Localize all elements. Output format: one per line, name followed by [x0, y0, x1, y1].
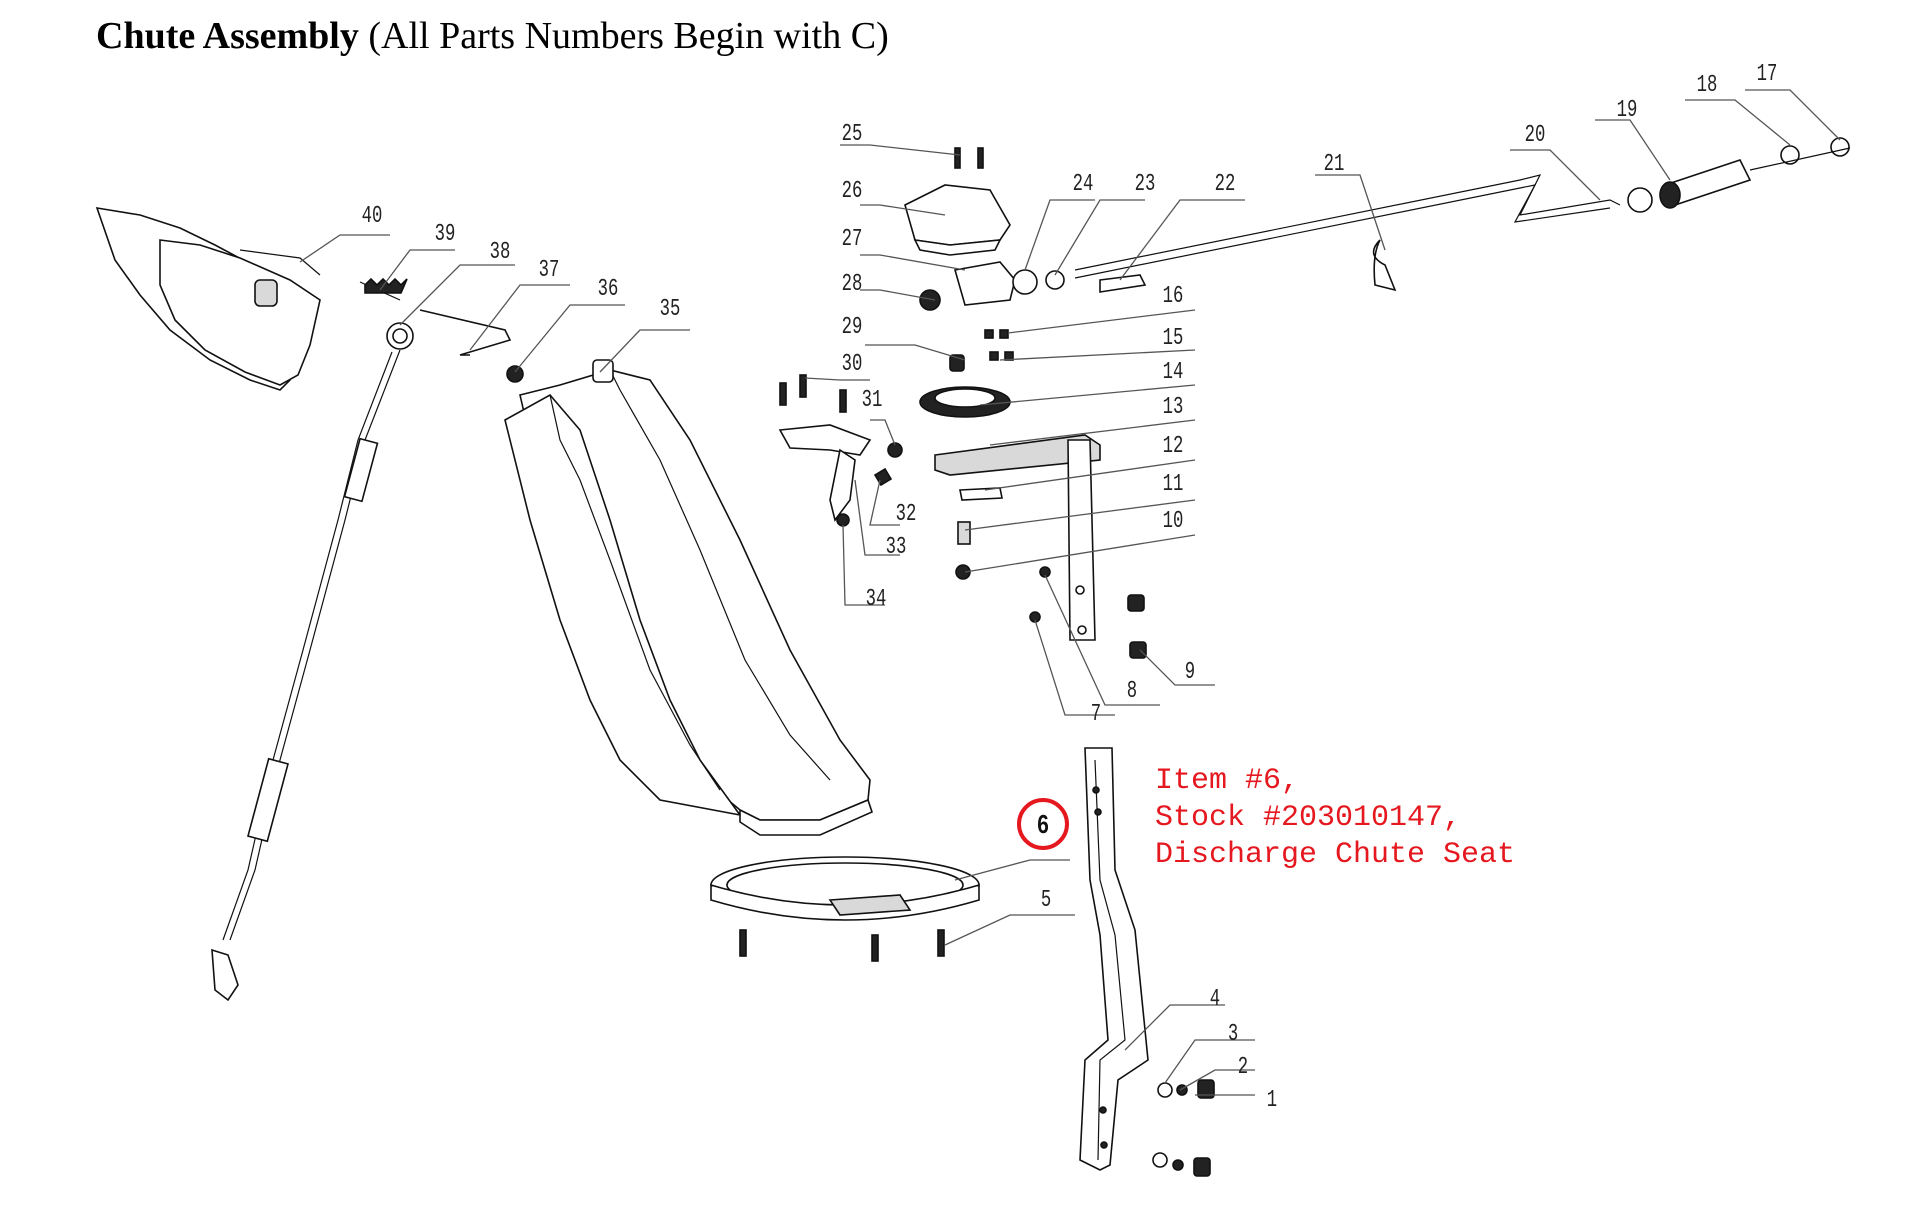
callout-32: 32: [896, 502, 917, 528]
callout-29: 29: [842, 315, 863, 341]
callout-38: 38: [490, 240, 511, 266]
part-deflector: [95, 206, 321, 391]
title-bold: Chute Assembly: [96, 15, 359, 57]
part-cable: [211, 349, 401, 1002]
callout-17: 17: [1757, 62, 1778, 88]
callout-23: 23: [1135, 172, 1156, 198]
callout-24: 24: [1073, 172, 1094, 198]
callout-18: 18: [1697, 73, 1718, 99]
callout-5: 5: [1041, 888, 1051, 914]
callout-22: 22: [1215, 172, 1236, 198]
callout-12: 12: [1163, 434, 1184, 460]
part-control-rod: [1074, 137, 1851, 293]
callout-30: 30: [842, 352, 863, 378]
callout-28: 28: [842, 272, 863, 298]
annotation-line-2: Stock #203010147,: [1155, 801, 1461, 835]
callout-2: 2: [1238, 1055, 1248, 1081]
callout-labels: 1 2 3 4 5 6 7 8 9 10 11 12 13 14 15 16 1…: [362, 62, 1778, 1114]
part-chute-body: [504, 359, 873, 836]
callout-20: 20: [1525, 123, 1546, 149]
annotation-line-1: Item #6,: [1155, 764, 1299, 798]
item-6-annotation: Item #6, Stock #203010147, Discharge Chu…: [1155, 764, 1515, 872]
callout-27: 27: [842, 227, 863, 253]
highlight-circle: [1017, 798, 1069, 850]
callout-7: 7: [1091, 702, 1101, 728]
callout-6: 6: [1037, 810, 1049, 839]
callout-36: 36: [598, 277, 619, 303]
callout-9: 9: [1185, 660, 1195, 686]
page-title: Chute Assembly (All Parts Numbers Begin …: [96, 14, 889, 58]
callout-25: 25: [842, 122, 863, 148]
callout-11: 11: [1163, 472, 1184, 498]
callout-14: 14: [1163, 360, 1184, 386]
callout-40: 40: [362, 204, 383, 230]
callout-21: 21: [1324, 152, 1345, 178]
callout-13: 13: [1163, 395, 1184, 421]
callout-15: 15: [1163, 326, 1184, 352]
parts-drawing: [95, 89, 1851, 1177]
annotation-line-3: Discharge Chute Seat: [1155, 838, 1515, 872]
callout-33: 33: [886, 535, 907, 561]
callout-4: 4: [1210, 987, 1220, 1013]
callout-1: 1: [1267, 1088, 1277, 1114]
callout-26: 26: [842, 179, 863, 205]
callout-35: 35: [660, 297, 681, 323]
leader-lines: [299, 89, 1841, 1096]
part-chute-seat-ring: [710, 856, 980, 962]
title-rest: (All Parts Numbers Begin with C): [358, 15, 889, 57]
callout-19: 19: [1617, 98, 1638, 124]
callout-10: 10: [1163, 509, 1184, 535]
callout-39: 39: [435, 222, 456, 248]
part-spring-and-pin: [359, 277, 524, 383]
callout-16: 16: [1163, 284, 1184, 310]
callout-3: 3: [1228, 1022, 1238, 1048]
part-cable-bracket: [1079, 747, 1215, 1177]
callout-34: 34: [866, 587, 887, 613]
callout-37: 37: [539, 258, 560, 284]
part-control-assembly: [778, 147, 1147, 659]
callout-8: 8: [1127, 679, 1137, 705]
callout-31: 31: [862, 388, 883, 414]
